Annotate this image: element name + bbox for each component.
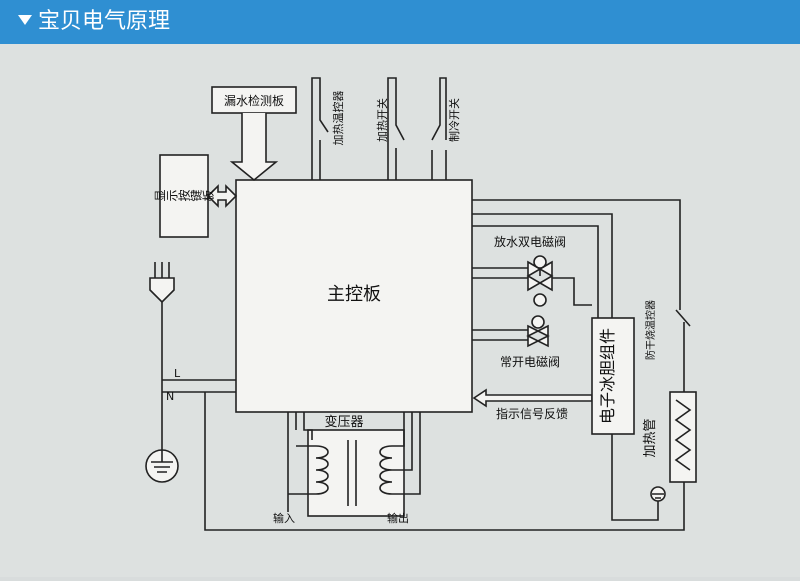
main-board-box xyxy=(235,179,473,413)
collapse-triangle-icon xyxy=(18,15,32,25)
cooling-switch-label: 制冷开关 xyxy=(447,98,461,142)
feedback-arrow xyxy=(472,388,593,408)
tank-wire-1 xyxy=(472,213,613,318)
heating-tube-coil xyxy=(674,399,692,471)
valve-wire-3 xyxy=(552,277,592,306)
transformer-core xyxy=(347,440,357,506)
indicator-feedback-label: 指示信号反馈 xyxy=(496,406,568,421)
drain-dual-valve-icon xyxy=(526,255,554,307)
heating-tube-box xyxy=(669,391,697,483)
tank-ground-lines xyxy=(652,493,664,499)
anti-dry-switch xyxy=(675,309,691,327)
heating-tube-label: 加热管 xyxy=(643,418,658,457)
electrical-schematic: 主控板 漏水检测板 显示按键板 加热温控器 加热开关 制冷开关 放水双电磁阀 常… xyxy=(145,77,697,531)
input-label: 输入 xyxy=(273,511,295,525)
tank-wire-2 xyxy=(472,225,599,318)
main-board-label: 主控板 xyxy=(327,284,381,305)
transformer-primary-coil xyxy=(315,445,329,495)
transformer-top-wire xyxy=(303,412,313,440)
ground-symbol-icon xyxy=(151,450,173,473)
anti-dry-thermostat-label: 防干烧温控器 xyxy=(644,300,657,360)
drain-dual-valve-label: 放水双电磁阀 xyxy=(494,234,566,249)
display-key-board-box xyxy=(159,154,209,238)
output-label: 输出 xyxy=(387,511,409,525)
transformer-output-wires xyxy=(392,412,421,495)
leak-detect-board-label: 漏水检测板 xyxy=(224,93,284,108)
transformer-input-wires xyxy=(287,412,316,512)
transformer-label: 变压器 xyxy=(324,414,363,430)
anti-dry-wire xyxy=(472,199,685,345)
display-key-board-label: 显示按键板 xyxy=(154,189,215,203)
heating-thermostat-wire xyxy=(311,77,329,180)
normally-open-valve-label: 常开电磁阀 xyxy=(500,354,560,369)
heating-thermostat-label: 加热温控器 xyxy=(331,91,345,146)
tank-ground-wire xyxy=(611,434,659,521)
display-bidirectional-arrow xyxy=(206,184,238,208)
normally-open-valve-icon xyxy=(526,315,550,348)
electronic-tank-label: 电子冰胆组件 xyxy=(598,328,617,424)
plug-icon xyxy=(149,277,175,304)
line-l-label: L xyxy=(174,367,181,380)
plug-pins xyxy=(154,262,170,278)
electronic-tank-box xyxy=(591,317,635,435)
leak-signal-arrow xyxy=(229,113,279,182)
heating-switch-label: 加热开关 xyxy=(375,98,389,142)
diagram-area: 主控板 漏水检测板 显示按键板 加热温控器 加热开关 制冷开关 放水双电磁阀 常… xyxy=(0,44,800,577)
page-title: 宝贝电气原理 xyxy=(38,9,171,34)
line-n-label: N xyxy=(166,390,174,403)
cooling-switch-wire xyxy=(431,77,447,180)
page-header: 宝贝电气原理 xyxy=(0,0,800,44)
heating-switch-wire xyxy=(387,77,405,180)
neutral-return-wire xyxy=(204,392,685,531)
